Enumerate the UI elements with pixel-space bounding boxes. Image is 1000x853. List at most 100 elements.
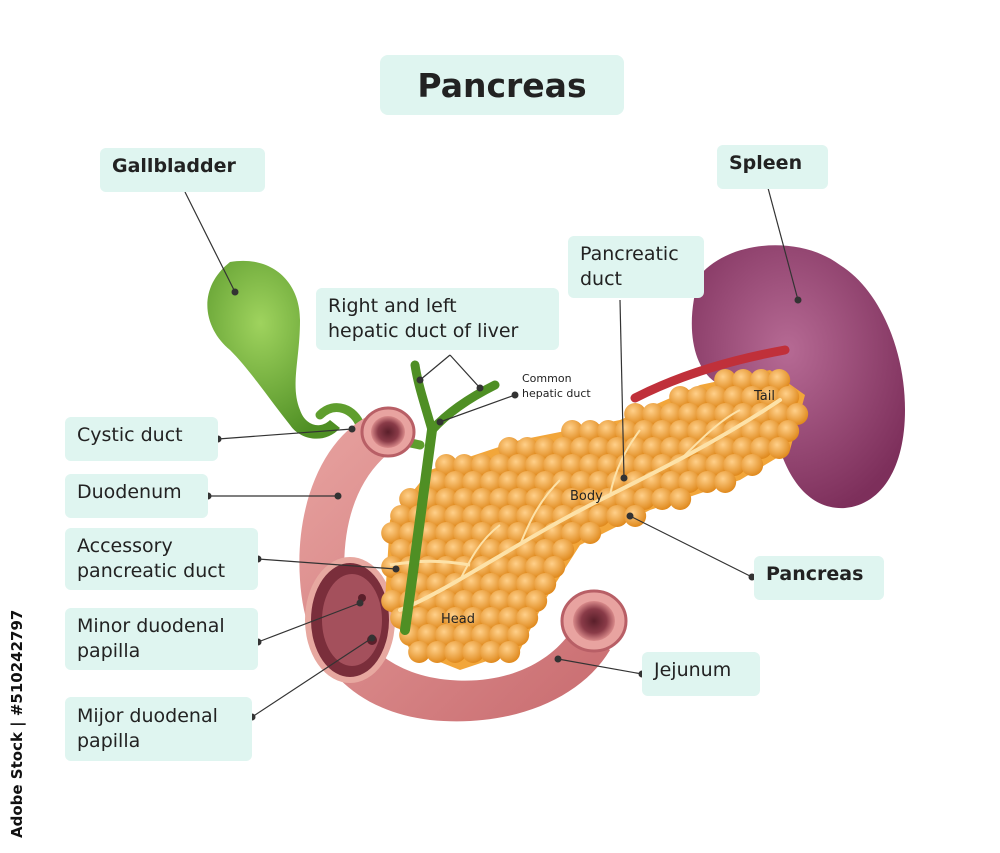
pancreas-lobule [462,641,485,663]
pancreas-lobule [660,403,683,425]
pancreas-lobule [471,590,494,612]
pancreas-lobule [534,471,557,493]
pancreas-lobule [777,420,800,442]
pancreas-lobule [588,505,611,527]
pancreas-lobule [678,471,701,493]
pancreas-lobule [723,386,746,408]
pancreas-lobule [705,454,728,476]
pancreas-lobule [444,607,467,629]
pancreas-lobule [507,624,530,646]
pancreas-lobule [579,454,602,476]
pancreas-lobule [435,454,458,476]
pancreas-lobule [696,471,719,493]
pancreas-lobule [552,471,575,493]
pancreas-lobule [633,488,656,510]
pancreas-lobule [453,590,476,612]
pancreas-lobule [741,454,764,476]
pancreas-lobule [579,522,602,544]
pancreas-lobule [696,403,719,425]
pancreas-lobule [534,437,557,459]
pancreas-lobule [786,403,809,425]
pancreas-lobule [624,437,647,459]
pancreas-lobule [498,505,521,527]
label-body: Body [570,489,603,504]
pancreas-lobule [471,522,494,544]
pancreas-lobule [462,471,485,493]
pancreas-lobule [714,471,737,493]
pancreas-lobule [732,369,755,391]
pancreas-lobule [570,437,593,459]
label-duodenum: Duodenum [65,474,208,518]
pancreas-lobule [534,539,557,561]
pancreas-lobule [480,607,503,629]
pancreas-lobule [453,488,476,510]
pancreas-lobule [768,403,791,425]
pancreas-lobule [525,590,548,612]
pancreas-lobule [588,471,611,493]
label-head: Head [441,612,475,627]
pancreas-lobule [570,471,593,493]
pancreas-lobule [678,403,701,425]
pancreas-lobule [768,369,791,391]
pancreas-lobule [498,573,521,595]
pancreas-lobule [381,590,404,612]
pancreas-lobule [660,471,683,493]
pancreas-lobule [462,573,485,595]
label-cystic-duct: Cystic duct [65,417,218,461]
pancreas-lobule [381,556,404,578]
pancreas-lobule [552,539,575,561]
label-major-duodenal-papilla: Mijor duodenal papilla [65,697,252,761]
pancreas-lobule [498,471,521,493]
label-jejunum: Jejunum [642,652,760,696]
pancreas-lobule [705,386,728,408]
pancreatic-duct-shape [398,398,782,612]
pancreas-lobule [615,420,638,442]
pancreas-lobule [444,505,467,527]
pancreas-lobule [714,369,737,391]
pancreas-lobule [462,539,485,561]
pancreas-lobule [489,556,512,578]
pancreas-lobule [399,488,422,510]
label-gallbladder: Gallbladder [100,148,265,192]
pancreas-lobule [426,641,449,663]
pancreas-lobule [777,386,800,408]
pancreas-lobule [543,556,566,578]
pancreas-lobule [462,505,485,527]
pancreas-lobule [498,437,521,459]
pancreas-lobule [498,641,521,663]
pancreas-lobule [768,437,791,459]
pancreas-lobule [561,488,584,510]
pancreas-lobule [669,420,692,442]
pancreas-lobule [525,454,548,476]
pancreas-lobule [615,454,638,476]
pancreas-lobule [561,454,584,476]
pancreas-lobule [489,522,512,544]
pancreas-lobule [480,505,503,527]
pancreas-lobule [561,420,584,442]
pancreas-lobule [426,539,449,561]
pancreas-lobule [633,454,656,476]
spleen-shape [691,245,905,509]
pancreas-lobule [588,437,611,459]
label-accessory-pancreatic-duct: Accessory pancreatic duct [65,528,258,590]
pancreas-lobule [759,420,782,442]
pancreas-lobule [507,590,530,612]
pancreas-lobule [471,624,494,646]
pancreas-lobule [750,369,773,391]
splenic-vessel-shape [630,345,790,403]
pancreas-lobule [462,607,485,629]
pancreas-lobule [669,454,692,476]
pancreas-lobule [480,641,503,663]
pancreas-lobule [651,420,674,442]
pancreas-lobule [597,420,620,442]
pancreas-lobule [489,488,512,510]
pancreas-lobule [516,607,539,629]
pancreas-lobule [534,573,557,595]
label-hepatic-duct: Right and left hepatic duct of liver [316,288,559,350]
pancreas-lobule [435,590,458,612]
pancreas-lobule [534,505,557,527]
pancreas-lobule [552,437,575,459]
pancreas-lobule [516,573,539,595]
pancreas-lobule [597,454,620,476]
